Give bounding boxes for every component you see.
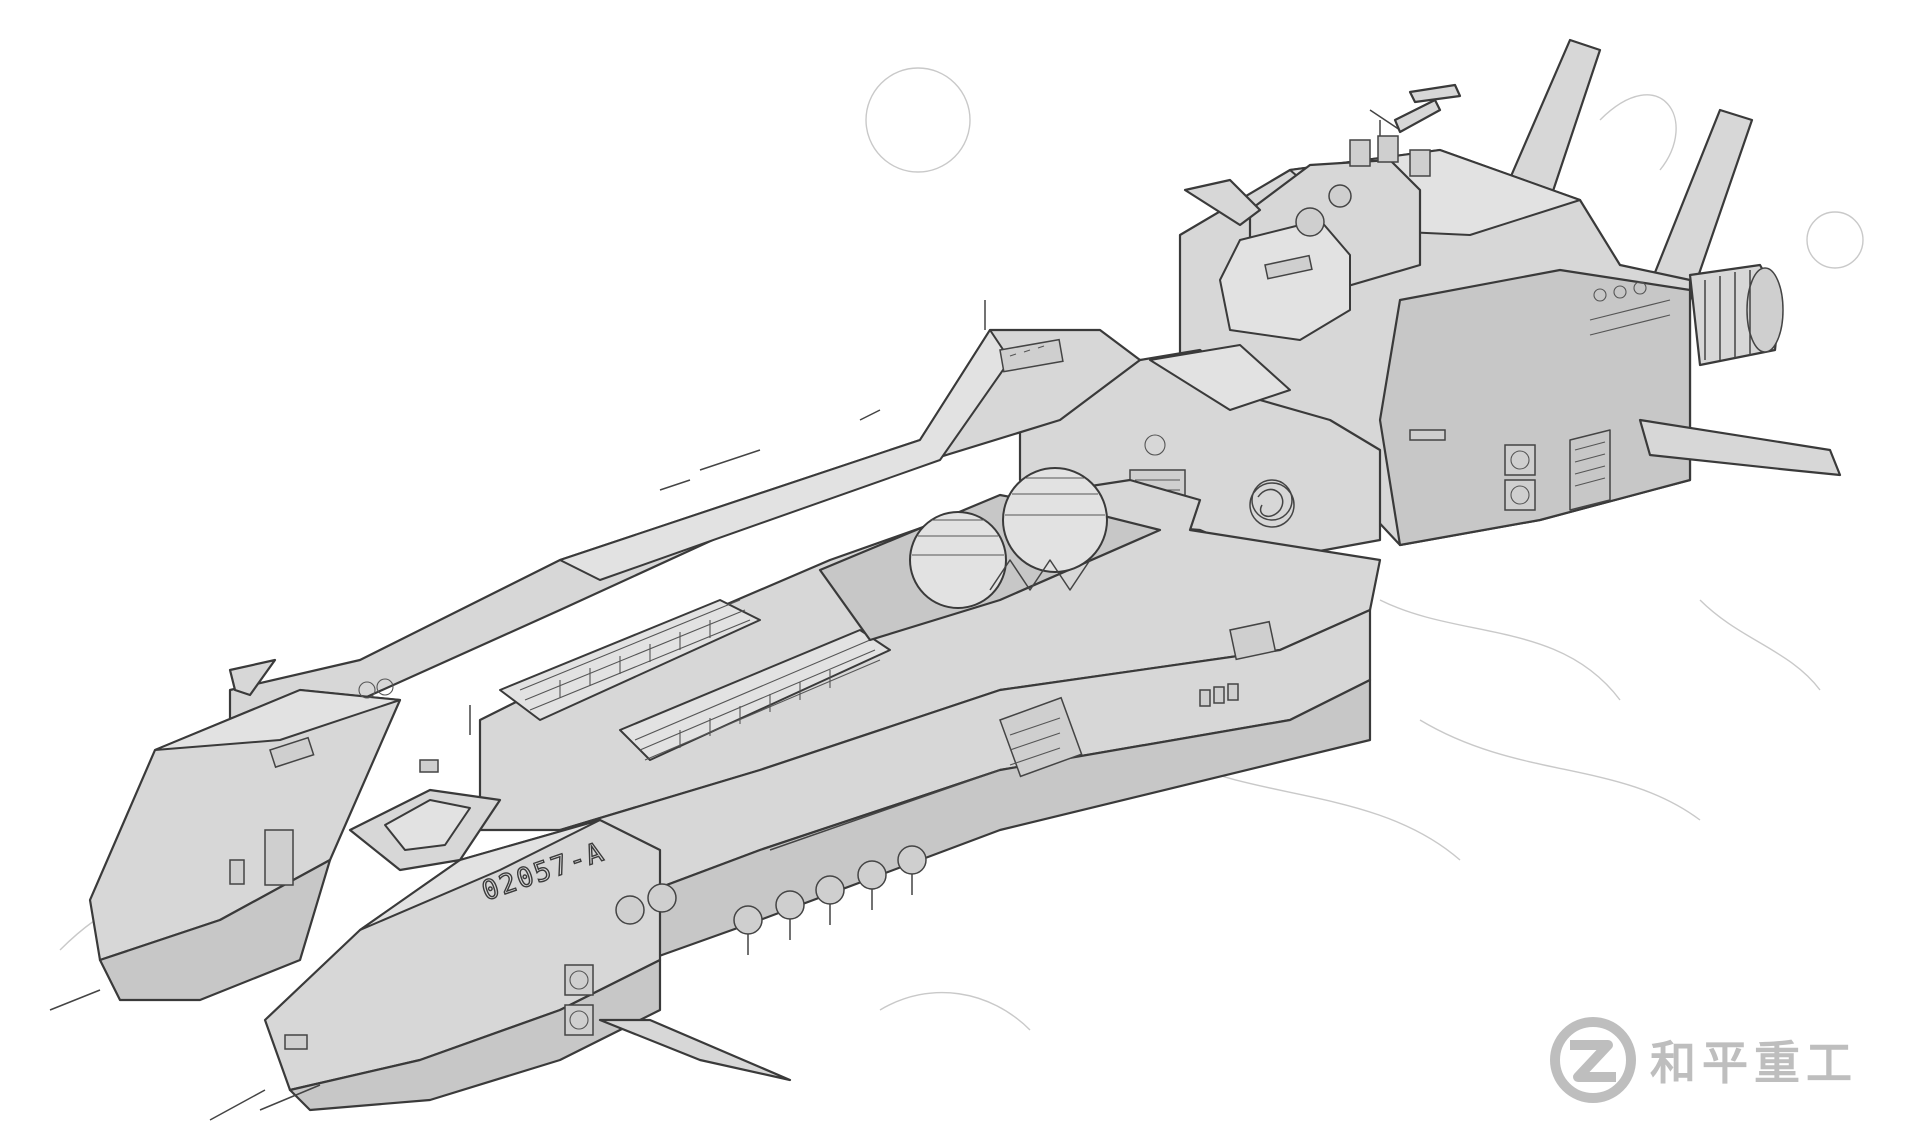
left-pod [49,658,402,1011]
main-hull-upper [228,300,1142,742]
front-fin [598,1018,792,1082]
deck-hatch [348,705,502,872]
torpedo-tubes [733,845,927,955]
watermark-text: 和平重工 [1650,1036,1858,1090]
dome-sphere-right [1002,467,1108,573]
panel-rows [519,599,881,761]
watermark: 和平重工 [1548,1010,1878,1110]
lower-fin-rear [1638,418,1842,477]
central-deck [478,467,1382,832]
dome-sphere-left [909,511,1007,609]
main-hull-lower [558,608,1372,972]
logo-emblem-icon [1550,1017,1636,1103]
front-pod [209,818,792,1121]
